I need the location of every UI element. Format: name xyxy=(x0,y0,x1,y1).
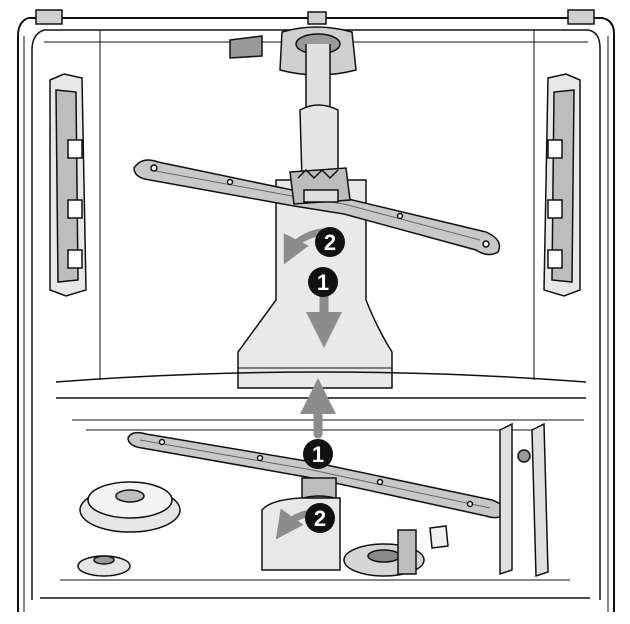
dishwasher-tub xyxy=(17,17,615,612)
rack-rail-left xyxy=(49,73,87,297)
hinge-top-right xyxy=(567,9,595,25)
upper-spray-arm xyxy=(133,159,501,256)
callout-lower-up: 1 xyxy=(303,439,333,469)
tub-inner-wall xyxy=(31,29,601,600)
filter-cap xyxy=(79,481,181,533)
detergent-cup xyxy=(77,555,131,577)
rack-rail-right xyxy=(543,73,581,297)
callout-lower-up-number: 1 xyxy=(312,442,324,467)
hinge-top-center xyxy=(307,11,327,25)
callout-upper-down: 1 xyxy=(308,267,338,297)
hinge-top-left xyxy=(35,9,63,25)
arrow-upper-rotate xyxy=(283,228,326,265)
callout-lower-rotate: 2 xyxy=(305,503,335,533)
callout-upper-rotate: 2 xyxy=(315,227,345,257)
callout-upper-down-number: 1 xyxy=(317,270,329,295)
callout-upper-rotate-number: 2 xyxy=(324,230,336,255)
upper-arm-hub xyxy=(289,167,351,205)
callout-lower-rotate-number: 2 xyxy=(314,506,326,531)
sump-pump xyxy=(261,497,449,577)
tub-outer-frame xyxy=(17,17,615,612)
drain-pipes xyxy=(499,422,549,578)
sump-area xyxy=(40,371,590,599)
top-water-inlet xyxy=(229,26,357,115)
door-hinges xyxy=(35,9,595,25)
